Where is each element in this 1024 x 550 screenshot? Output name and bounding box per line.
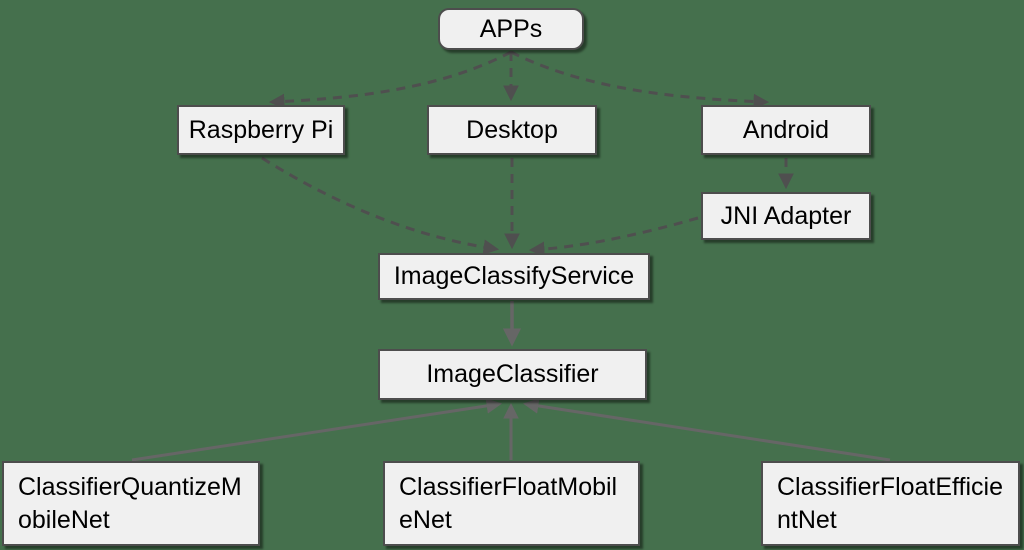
edge-classifierfloatefficientnet-imageclassifier (522, 398, 891, 462)
node-image-classify-service-label: ImageClassifyService (393, 262, 635, 290)
edge-classifierquantizemobilenet-imageclassifier (131, 398, 503, 462)
edge-jniadapter-imageclassifyservice (528, 216, 699, 258)
node-classifier-quantize-mobilenet-label: ClassifierQuantizeMobileNet (18, 472, 242, 534)
node-classifier-float-efficientnet-label: ClassifierFloatEfficientNet (777, 472, 1004, 534)
node-raspberry-pi-label: Raspberry Pi (188, 115, 334, 144)
node-image-classifier: ImageClassifier (378, 349, 647, 400)
node-android-label: Android (742, 115, 830, 144)
node-classifier-float-mobilenet-label: ClassifierFloatMobileNet (399, 472, 618, 534)
node-android: Android (701, 105, 871, 155)
node-classifier-float-efficientnet: ClassifierFloatEfficientNet (761, 461, 1020, 546)
node-image-classifier-label: ImageClassifier (426, 360, 599, 388)
node-jni-adapter: JNI Adapter (701, 192, 871, 240)
edge-apps-android (510, 50, 770, 110)
node-jni-adapter-label: JNI Adapter (720, 201, 852, 230)
edge-raspberry-pi-imageclassifyservice (261, 156, 500, 255)
node-classifier-quantize-mobilenet: ClassifierQuantizeMobileNet (2, 461, 260, 546)
node-apps-label: APPs (479, 14, 543, 43)
node-desktop-label: Desktop (466, 115, 558, 144)
node-image-classify-service: ImageClassifyService (378, 253, 650, 300)
edge-apps-raspberry-pi (268, 50, 512, 110)
node-raspberry-pi: Raspberry Pi (177, 105, 345, 155)
node-apps: APPs (438, 8, 584, 50)
node-classifier-float-mobilenet: ClassifierFloatMobileNet (383, 461, 640, 546)
node-desktop: Desktop (427, 105, 597, 155)
